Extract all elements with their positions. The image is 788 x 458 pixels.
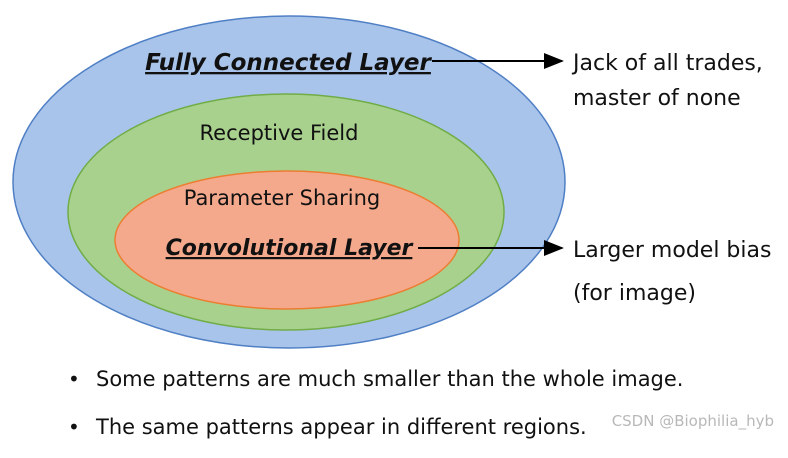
annotation-fc-line2: master of none [573, 86, 741, 111]
parameter-sharing-label: Parameter Sharing [184, 186, 381, 210]
bullet-text: The same patterns appear in different re… [96, 415, 587, 439]
convolutional-layer-ellipse [114, 170, 460, 310]
annotation-conv-line2: (for image) [573, 281, 696, 306]
annotation-conv-line1: Larger model bias [573, 238, 771, 263]
bullet-item: • Some patterns are much smaller than th… [68, 362, 684, 410]
bullet-dot-icon: • [68, 367, 80, 391]
watermark: CSDN @Biophilia_hyb [611, 412, 774, 430]
receptive-field-label: Receptive Field [200, 121, 359, 145]
bullet-item: • The same patterns appear in different … [68, 410, 684, 458]
annotation-fc-line1: Jack of all trades, [571, 51, 763, 76]
bullet-list: • Some patterns are much smaller than th… [68, 362, 684, 458]
bullet-text: Some patterns are much smaller than the … [96, 367, 684, 391]
bullet-dot-icon: • [68, 415, 80, 439]
convolutional-layer-label: Convolutional Layer [166, 236, 414, 261]
nested-ellipse-diagram: Fully Connected Layer Receptive Field Pa… [12, 15, 771, 349]
fully-connected-layer-label: Fully Connected Layer [145, 50, 432, 76]
